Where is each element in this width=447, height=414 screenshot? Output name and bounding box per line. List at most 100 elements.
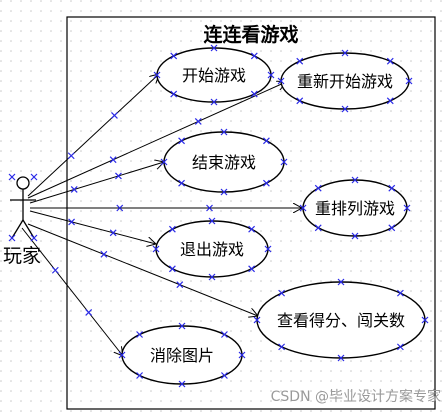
handle-mark — [220, 128, 228, 136]
actor-label: 玩家 — [3, 245, 41, 267]
handle-mark — [178, 380, 186, 388]
handle-mark — [250, 52, 258, 60]
handle-mark — [250, 90, 258, 98]
handle-mark — [210, 98, 218, 106]
handle-mark — [85, 309, 93, 316]
assoc-eliminate[interactable] — [21, 227, 123, 356]
handle-mark — [51, 266, 59, 274]
handle-mark — [109, 156, 117, 164]
handle-mark — [111, 112, 118, 119]
use-case-score-label: 查看得分、闯关数 — [277, 311, 405, 330]
handle-mark — [210, 44, 218, 52]
assoc-start[interactable] — [27, 74, 159, 197]
assoc-end[interactable] — [29, 162, 164, 204]
handle-mark — [178, 179, 185, 187]
handle-mark — [386, 57, 394, 65]
handle-mark — [170, 90, 178, 98]
use-case-score[interactable]: 查看得分、闯关数 — [256, 281, 426, 359]
handle-mark — [221, 331, 228, 338]
handle-mark — [388, 184, 396, 192]
handle-mark — [194, 118, 202, 125]
system-title: 连连看游戏 — [203, 23, 298, 46]
handle-mark — [136, 372, 143, 379]
use-case-start-label: 开始游戏 — [182, 66, 246, 85]
handle-mark — [263, 137, 270, 145]
handle-mark — [68, 218, 76, 226]
handle-mark — [314, 184, 322, 192]
handle-mark — [176, 281, 184, 289]
assoc-restart[interactable] — [27, 82, 286, 199]
handle-mark — [341, 49, 349, 57]
handle-mark — [118, 351, 126, 359]
handle-mark — [8, 234, 16, 242]
handle-mark — [170, 52, 178, 60]
actor-right-leg — [22, 219, 35, 239]
handle-mark — [115, 172, 122, 180]
handle-mark — [70, 186, 78, 193]
handle-mark — [238, 351, 246, 359]
use-case-quit-label: 退出游戏 — [180, 240, 244, 259]
selection-handles — [8, 44, 429, 388]
use-case-restart-label: 重新开始游戏 — [297, 72, 393, 91]
handle-mark — [278, 289, 286, 297]
handle-mark — [160, 158, 168, 166]
use-case-rearrange-label: 重排列游戏 — [315, 199, 395, 218]
handle-mark — [421, 316, 429, 324]
handle-mark — [30, 234, 38, 242]
handle-mark — [351, 232, 359, 240]
handle-mark — [386, 97, 394, 105]
system-boundary — [66, 16, 436, 410]
assoc-score[interactable] — [27, 223, 258, 316]
handle-mark — [337, 354, 345, 362]
handle-mark — [405, 77, 413, 85]
handle-mark — [178, 322, 186, 330]
use-case-restart[interactable]: 重新开始游戏 — [280, 52, 410, 110]
handle-mark — [299, 204, 307, 212]
handle-mark — [314, 224, 322, 232]
handle-mark — [253, 316, 261, 324]
handle-mark — [277, 77, 285, 85]
handle-mark — [280, 158, 288, 166]
handle-mark — [168, 225, 176, 233]
actor-left-leg — [11, 219, 24, 239]
handle-mark — [100, 250, 108, 258]
use-case-end-label: 结束游戏 — [192, 153, 256, 172]
handle-mark — [248, 265, 256, 273]
use-case-eliminate-label: 消除图片 — [150, 346, 214, 365]
handle-mark — [267, 71, 275, 79]
handle-mark — [168, 265, 176, 273]
actor-player[interactable] — [10, 176, 36, 239]
association-lines — [21, 74, 302, 356]
handle-mark — [136, 331, 143, 338]
handle-mark — [296, 57, 304, 65]
handle-mark — [264, 245, 272, 253]
handle-mark — [153, 71, 161, 79]
handle-mark — [341, 105, 349, 113]
handle-mark — [403, 204, 411, 212]
handle-mark — [206, 204, 213, 212]
handle-mark — [278, 343, 286, 351]
handle-mark — [337, 278, 345, 286]
assoc-quit[interactable] — [29, 210, 156, 244]
handle-mark — [351, 176, 359, 184]
handle-mark — [208, 273, 216, 281]
handle-mark — [8, 173, 16, 181]
handle-mark — [116, 204, 124, 212]
handle-mark — [396, 289, 404, 297]
handle-mark — [220, 188, 228, 196]
handle-mark — [30, 173, 38, 181]
handle-mark — [396, 343, 404, 351]
handle-mark — [248, 225, 256, 233]
handle-mark — [263, 179, 270, 187]
handle-mark — [208, 217, 216, 225]
watermark: CSDN @毕业设计方案专家 — [271, 388, 441, 405]
handle-mark — [109, 229, 117, 237]
use-case-rearrange[interactable]: 重排列游戏 — [302, 179, 408, 237]
handle-mark — [221, 372, 228, 379]
handle-mark — [388, 224, 396, 232]
handle-mark — [152, 245, 160, 253]
handle-mark — [296, 97, 304, 105]
handle-mark — [178, 137, 185, 145]
handle-mark — [67, 152, 75, 160]
